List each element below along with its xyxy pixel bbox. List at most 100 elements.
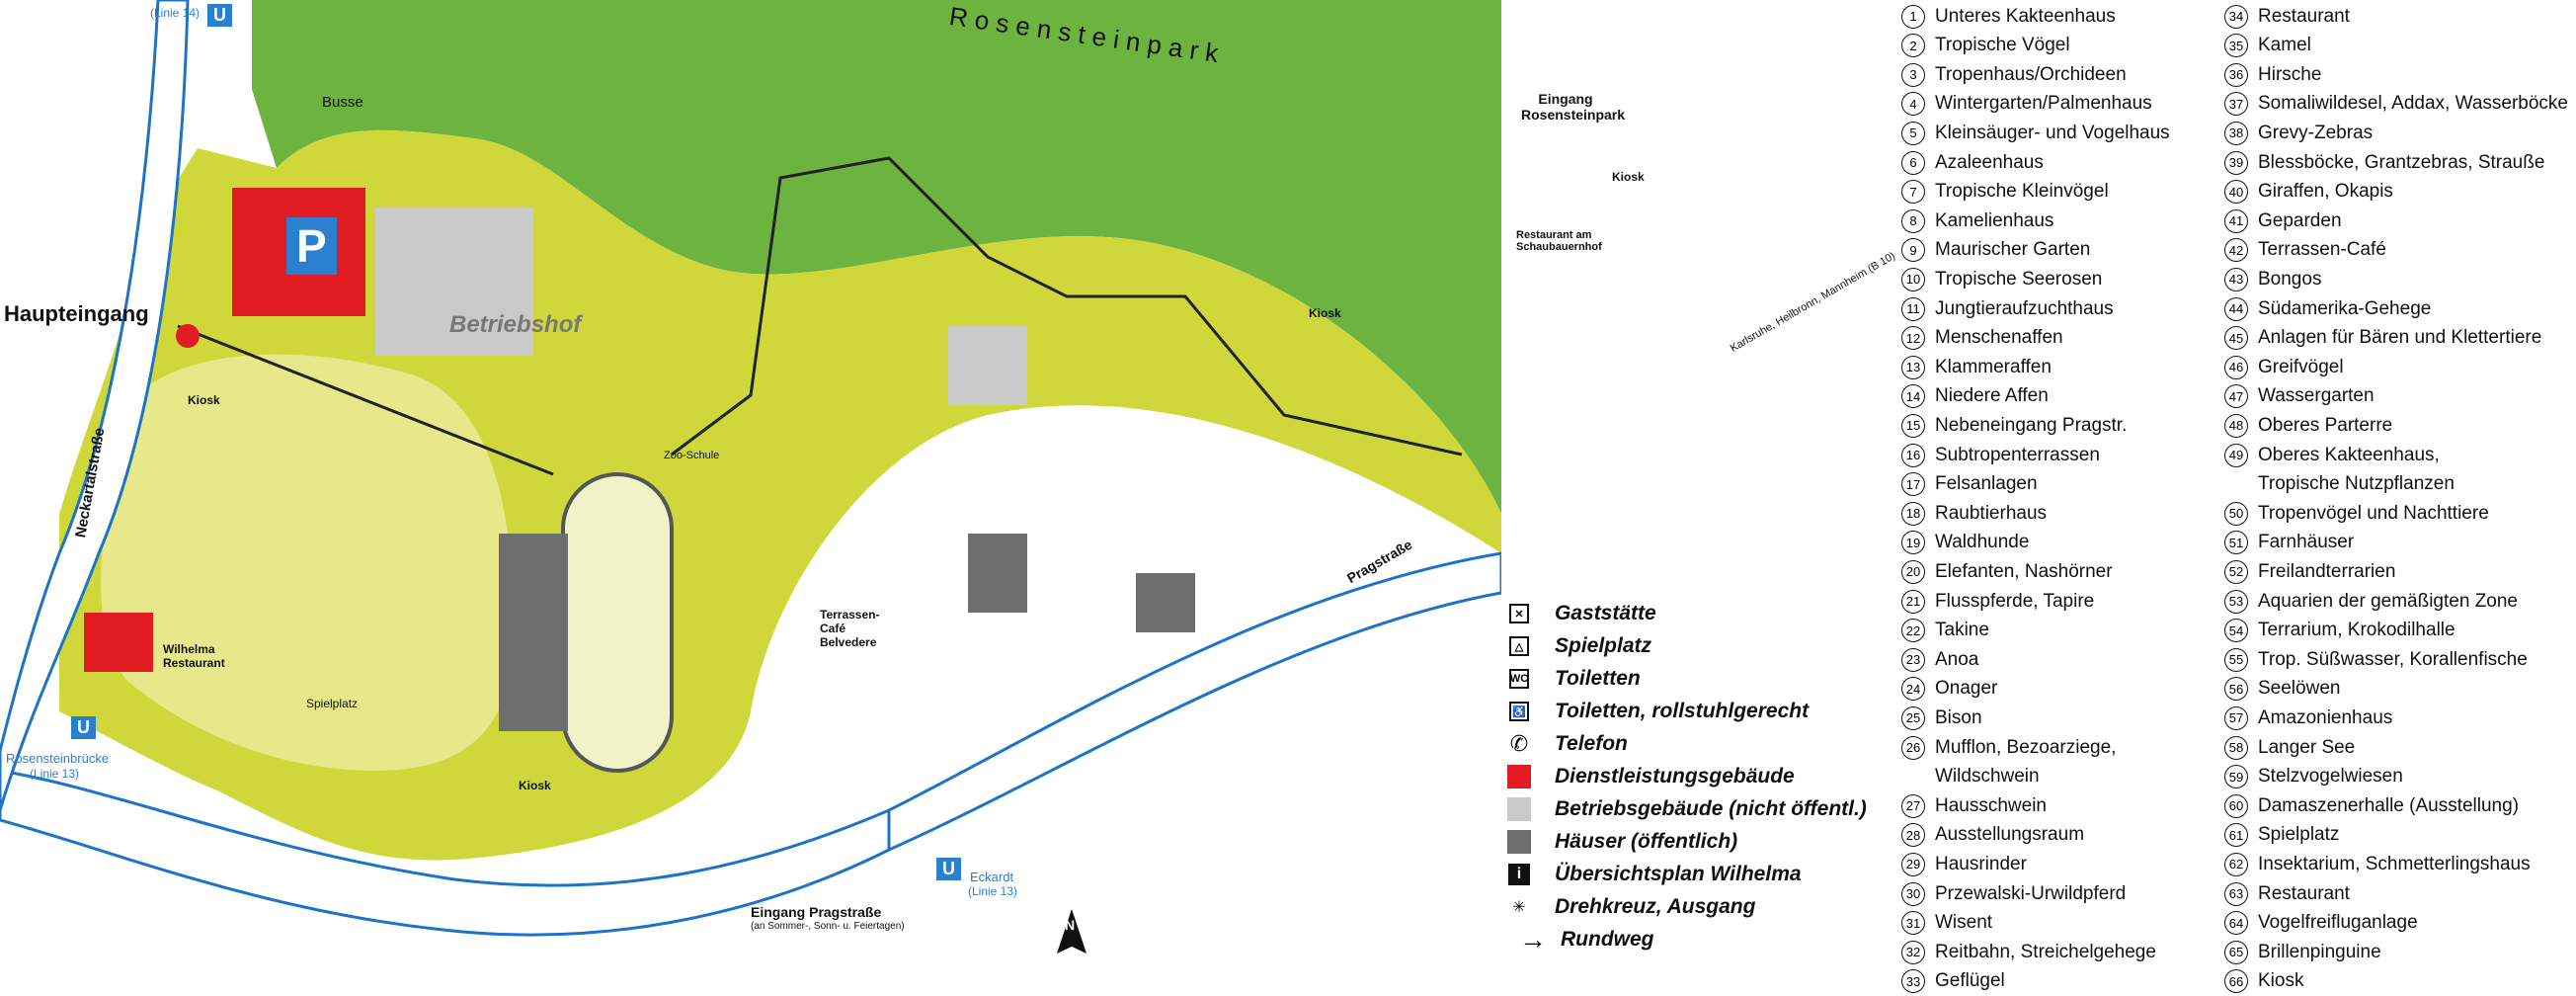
u-bahn-sign: U <box>207 4 232 27</box>
index-number: 39 <box>2224 150 2248 175</box>
index-number: 61 <box>2224 823 2248 848</box>
index-number: 63 <box>2224 881 2248 906</box>
index-name: Giraffen, Okapis <box>2258 181 2393 203</box>
index-number: 33 <box>1901 969 1925 994</box>
index-number: 46 <box>2224 355 2248 379</box>
index-name: Felsanlagen <box>1935 473 2038 495</box>
index-number: 55 <box>2224 647 2248 672</box>
index-number: 36 <box>2224 62 2248 87</box>
index-name: Südamerika-Gehege <box>2258 297 2432 319</box>
restaurant-schaubauernhof-label: Restaurant am Schaubauernhof <box>1516 229 1602 253</box>
index-name: Vogelfreifluganlage <box>2258 912 2418 934</box>
wheelchair-toilet-icon: ♿ <box>1505 699 1533 724</box>
public-house <box>499 534 568 731</box>
index-name: Mufflon, Bezoarziege, <box>1935 736 2117 758</box>
index-number: 44 <box>2224 296 2248 321</box>
index-entry: 33 Geflügel <box>1901 967 2005 996</box>
index-number: 45 <box>2224 326 2248 351</box>
index-name: Terrarium, Krokodilhalle <box>2258 620 2455 641</box>
index-name: Wassergarten <box>2258 385 2375 407</box>
index-name: Amazonienhaus <box>2258 706 2393 728</box>
index-name: Subtropenterrassen <box>1935 444 2100 465</box>
bus-parking-label: Busse <box>322 94 363 111</box>
index-number: 53 <box>2224 589 2248 614</box>
legend-item: ✳ Drehkreuz, Ausgang <box>1505 892 1755 922</box>
index-number: 56 <box>2224 677 2248 702</box>
index-number: 20 <box>1901 559 1925 584</box>
index-name: Ausstellungsraum <box>1935 824 2085 846</box>
index-name: Anlagen für Bären und Klettertiere <box>2258 327 2542 349</box>
index-number: 28 <box>1901 823 1925 848</box>
index-name: Kleinsäuger- und Vogelhaus <box>1935 122 2170 143</box>
index-number: 50 <box>2224 501 2248 526</box>
index-name: Niedere Affen <box>1935 385 2049 407</box>
index-number: 35 <box>2224 34 2248 58</box>
operations-building-icon <box>1505 796 1533 822</box>
index-number: 49 <box>2224 443 2248 467</box>
legend-item: △ Spielplatz <box>1505 631 1651 661</box>
road-left <box>0 0 190 811</box>
spielplatz-label: Spielplatz <box>306 697 359 710</box>
index-number: 37 <box>2224 92 2248 117</box>
index-number: 22 <box>1901 619 1925 643</box>
legend-item: Häuser (öffentlich) <box>1505 827 1737 857</box>
index-number: 41 <box>2224 208 2248 233</box>
index-name: Kamelienhaus <box>1935 209 2054 231</box>
index-name: Geparden <box>2258 209 2342 231</box>
index-name: Geflügel <box>1935 970 2005 992</box>
toilet-icon: WC <box>1505 666 1533 692</box>
index-name: Oberes Kakteenhaus, <box>2258 444 2440 465</box>
index-number: 38 <box>2224 121 2248 145</box>
legend-item: → Rundweg <box>1505 924 1654 954</box>
index-name: Tropische Kleinvögel <box>1935 181 2109 203</box>
index-number: 62 <box>2224 852 2248 876</box>
index-name: Tropische Vögel <box>1935 35 2070 56</box>
index-name: Seelöwen <box>2258 678 2341 700</box>
index-number: 27 <box>1901 793 1925 818</box>
public-house <box>1136 573 1195 632</box>
legend-item: Dienstleistungsgebäude <box>1505 762 1795 791</box>
index-name: Tropische Nutzpflanzen <box>2258 473 2455 495</box>
index-name: Damaszenerhalle (Ausstellung) <box>2258 794 2520 816</box>
index-number: 4 <box>1901 92 1925 117</box>
legend-item: WC Toiletten <box>1505 664 1641 694</box>
index-name: Nebeneingang Pragstr. <box>1935 414 2128 436</box>
kiosk-label: Kiosk <box>1309 306 1341 320</box>
index-entry: 44 Südamerika-Gehege <box>2224 294 2431 323</box>
index-name: Spielplatz <box>2258 824 2340 846</box>
rosensteinpark-area <box>252 0 1501 514</box>
index-number: 59 <box>2224 765 2248 789</box>
index-number: 66 <box>2224 969 2248 994</box>
parking-sign: P <box>286 217 337 275</box>
entrance-pragstrasse-note: (an Sommer-, Sonn- u. Feiertagen) <box>751 921 905 932</box>
index-name: Hausrinder <box>1935 853 2027 874</box>
index-name: Menschenaffen <box>1935 327 2063 349</box>
index-name: Farnhäuser <box>2258 532 2355 553</box>
index-entry: 56 Seelöwen <box>2224 675 2340 704</box>
